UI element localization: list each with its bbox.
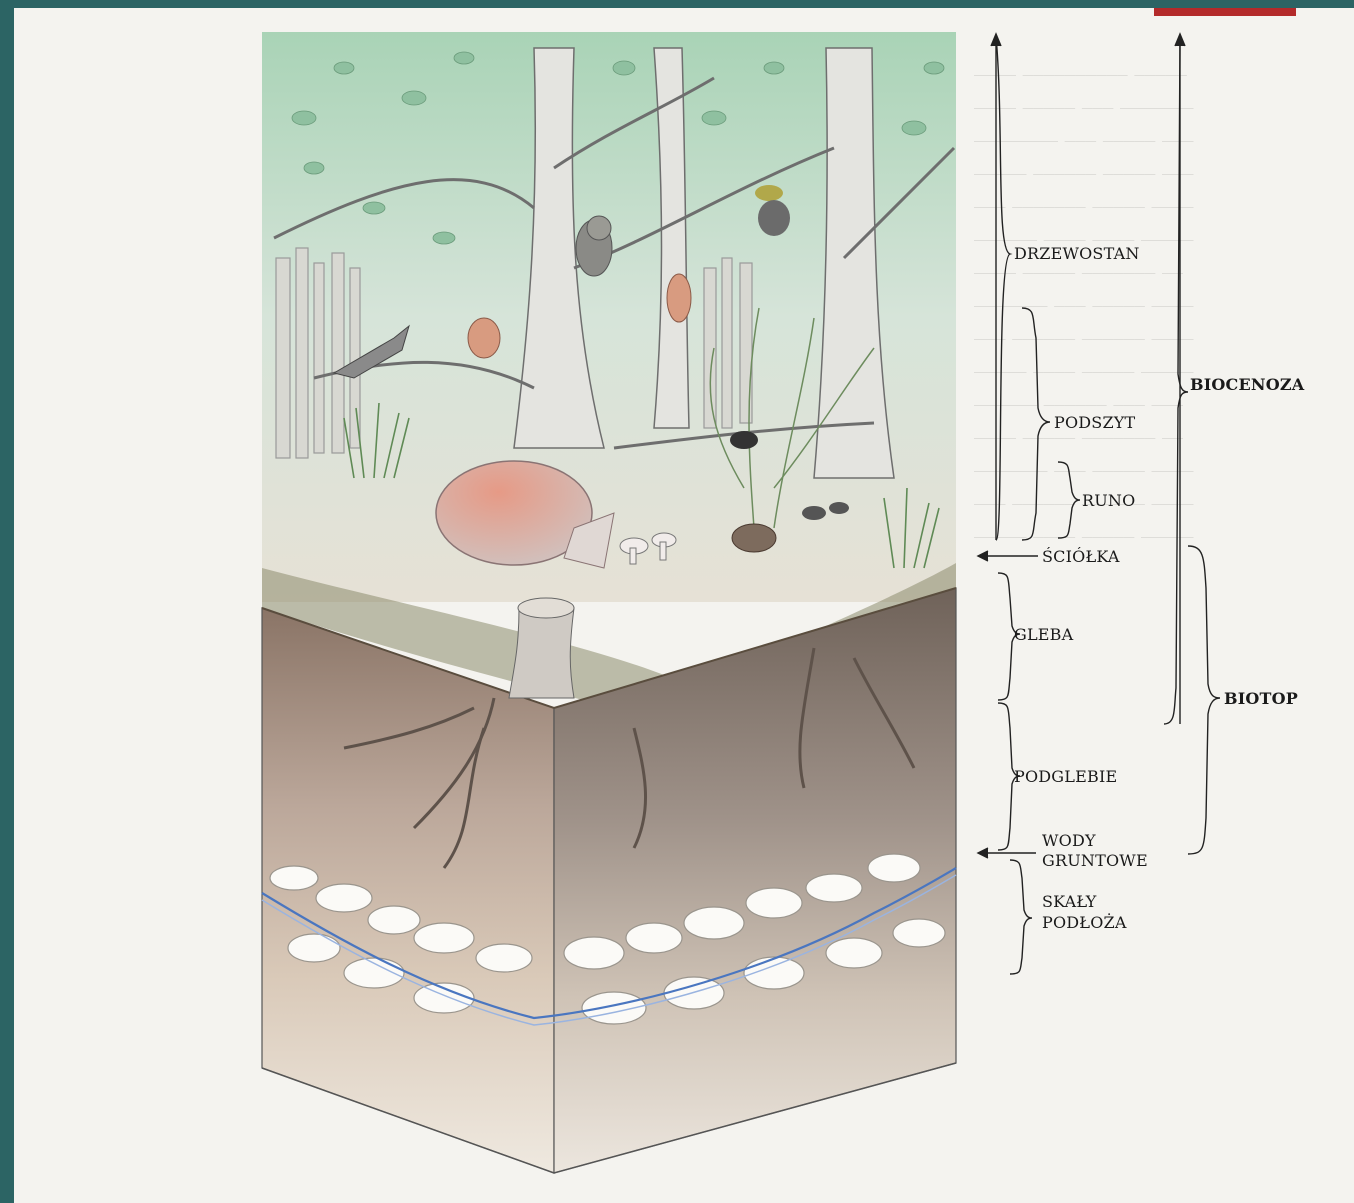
label-biocenoza: BIOCENOZA — [1190, 375, 1304, 394]
label-wody-gruntowe-2: GRUNTOWE — [1042, 851, 1148, 870]
label-podglebie: PODGLEBIE — [1014, 767, 1117, 786]
label-podszyt: PODSZYT — [1054, 413, 1135, 432]
label-skaly-podloza-2: PODŁOŻA — [1042, 913, 1127, 932]
slide-frame: ____ __________ _________ _____ ___ ____… — [14, 8, 1354, 1203]
label-gleba: GLEBA — [1014, 625, 1073, 644]
label-biotop: BIOTOP — [1224, 689, 1298, 708]
ecosystem-illustration — [14, 8, 1354, 1203]
label-wody-gruntowe-1: WODY — [1042, 831, 1096, 850]
top-border — [0, 0, 1354, 8]
label-drzewostan: DRZEWOSTAN — [1014, 244, 1140, 263]
label-runo: RUNO — [1082, 491, 1135, 510]
label-skaly-podloza-1: SKAŁY — [1042, 892, 1096, 911]
label-sciolka: ŚCIÓŁKA — [1042, 547, 1120, 566]
